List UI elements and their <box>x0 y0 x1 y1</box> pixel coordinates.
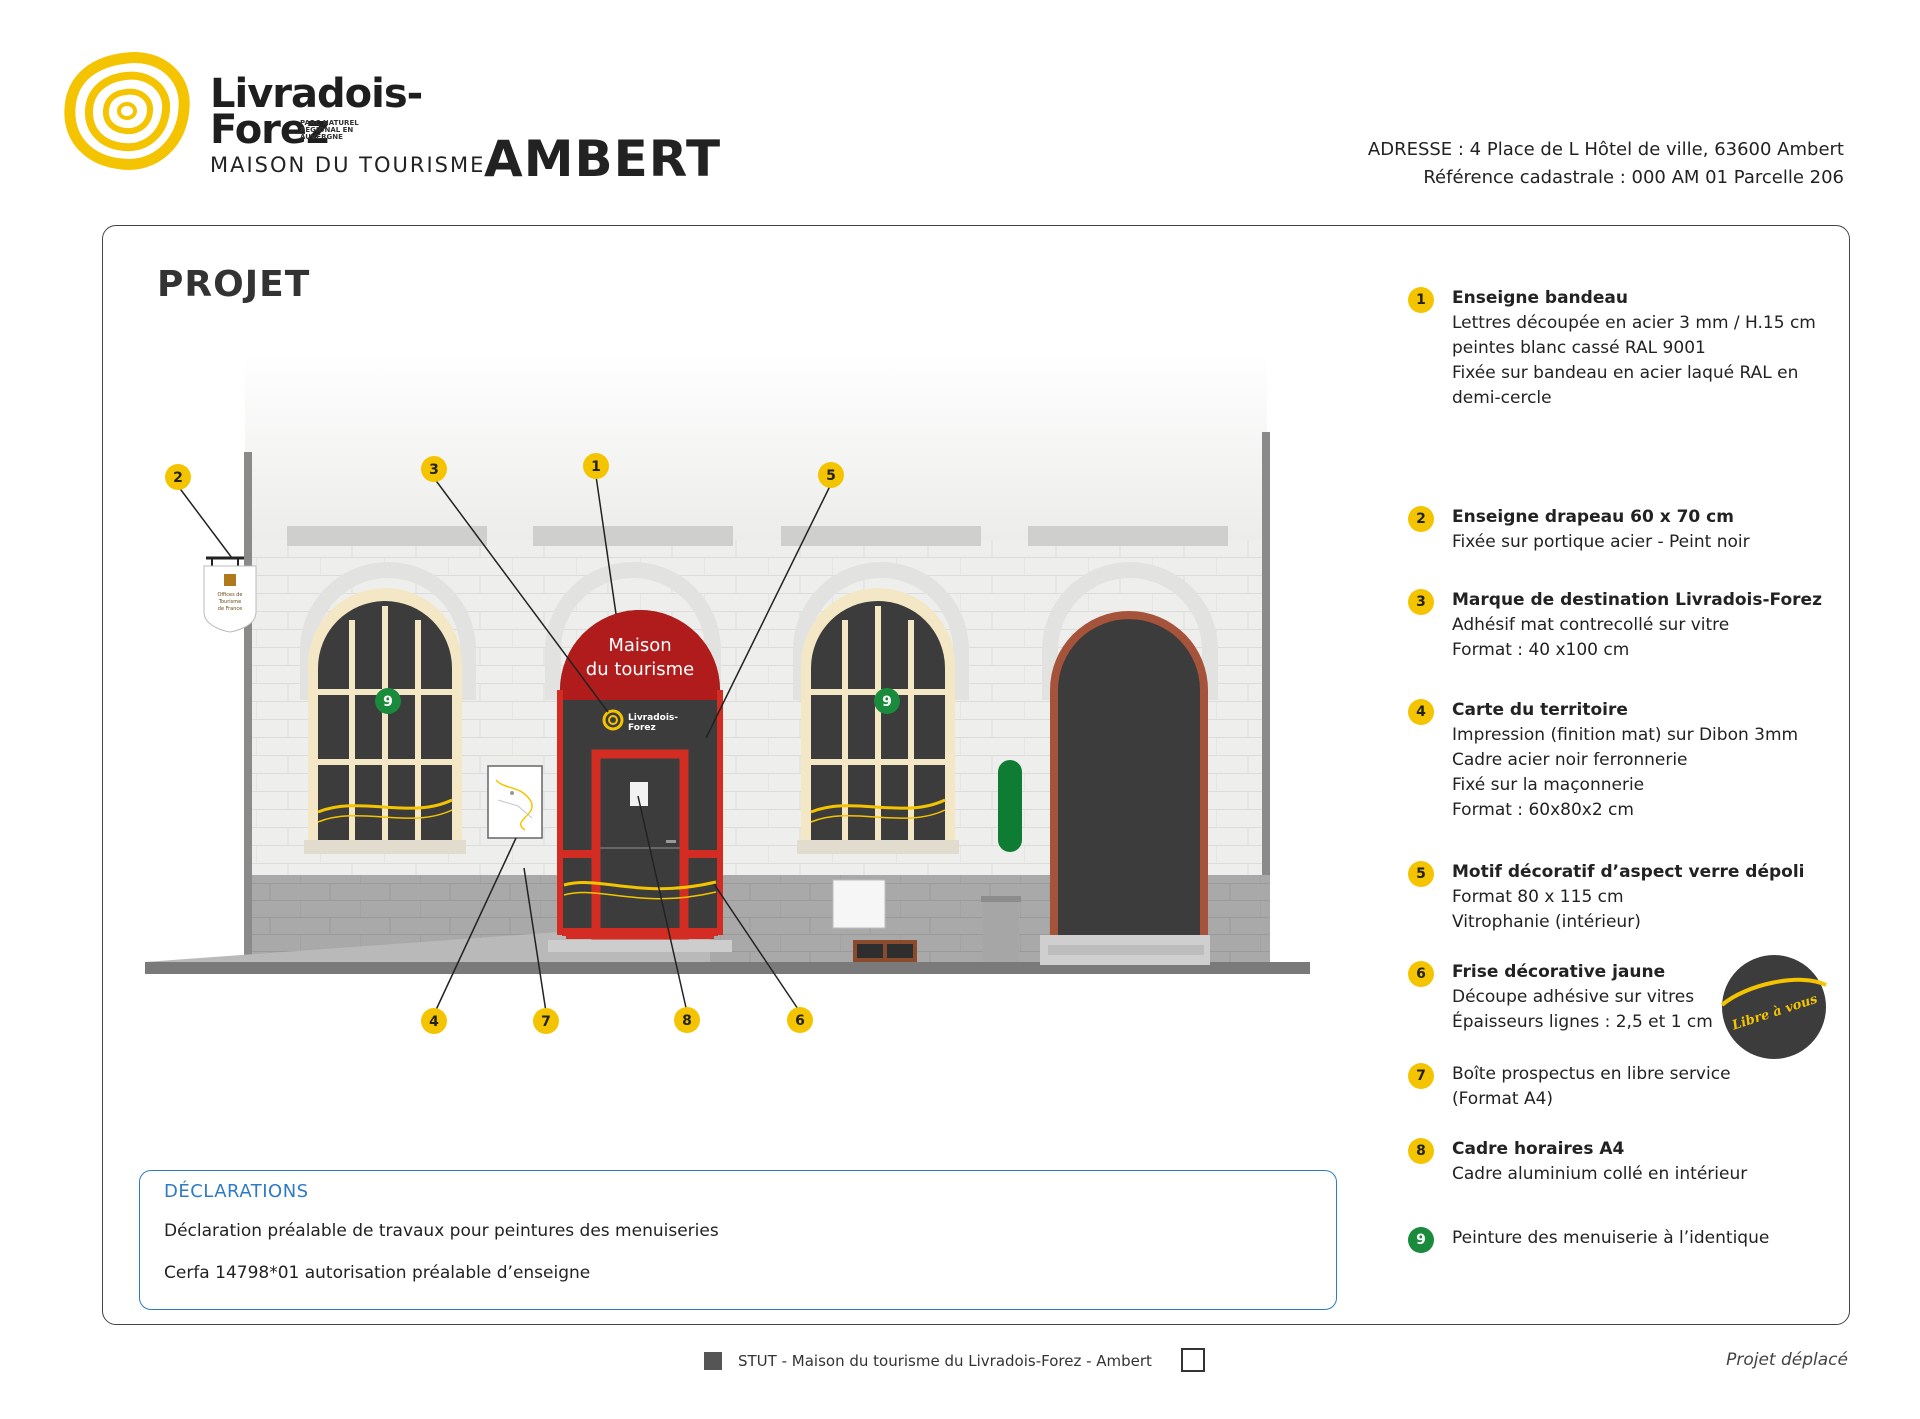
right-post <box>1262 432 1270 966</box>
callout-3: 3 <box>421 456 447 482</box>
callouts: 1 2 3 4 5 6 7 8 9 9 <box>165 453 900 1034</box>
legend-title: Enseigne bandeau <box>1452 288 1628 308</box>
prospectus-box <box>832 879 886 929</box>
callout-5: 5 <box>818 462 844 488</box>
legend-desc: Impression (finition mat) sur Dibon 3mm … <box>1452 725 1799 820</box>
callout-6: 6 <box>787 1007 813 1033</box>
flag-text-2: Tourisme <box>218 599 241 605</box>
door-logo-text-2: Forez <box>628 723 656 733</box>
svg-text:2: 2 <box>173 470 183 486</box>
legend-desc: Boîte prospectus en libre service (Forma… <box>1452 1064 1731 1109</box>
svg-text:4: 4 <box>429 1014 439 1030</box>
callout-9b: 9 <box>874 688 900 714</box>
legend-num: 4 <box>1408 699 1434 725</box>
callout-4: 4 <box>421 1008 447 1034</box>
legend-desc: Lettres découpée en acier 3 mm / H.15 cm… <box>1452 313 1816 408</box>
legend-title: Enseigne drapeau 60 x 70 cm <box>1452 507 1734 527</box>
legend-num: 7 <box>1408 1063 1434 1089</box>
legend-title: Motif décoratif d’aspect verre dépoli <box>1452 862 1805 882</box>
ambert-title: AMBERT <box>484 130 722 188</box>
legend-title: Frise décorative jaune <box>1452 962 1666 982</box>
declarations-title: DÉCLARATIONS <box>164 1181 309 1202</box>
project-frame <box>102 225 1850 1325</box>
logo-wordmark: Livradois- Forez <box>210 71 423 153</box>
legend-desc: Cadre aluminium collé en intérieur <box>1452 1164 1748 1184</box>
footer-checkbox[interactable] <box>1181 1348 1205 1372</box>
legend-desc: Adhésif mat contrecollé sur vitre Format… <box>1452 615 1730 660</box>
callout-1: 1 <box>583 453 609 479</box>
legend-desc: Découpe adhésive sur vitres Épaisseurs l… <box>1452 987 1713 1032</box>
leader-lines <box>177 475 832 1013</box>
legend-desc: Peinture des menuiserie à l’identique <box>1452 1228 1770 1248</box>
livradois-forez-logo-icon <box>64 52 190 170</box>
legend-num: 6 <box>1408 961 1434 987</box>
callout-9a: 9 <box>375 688 401 714</box>
declarations-box: DÉCLARATIONS Déclaration préalable de tr… <box>139 1170 1337 1310</box>
flag-sign: Offices de Tourisme de France <box>203 556 257 633</box>
flag-text-3: de France <box>218 606 242 612</box>
door-logo-text-1: Livradois- <box>628 713 678 723</box>
legend-num: 1 <box>1408 287 1434 313</box>
cadastre-line: Référence cadastrale : 000 AM 01 Parcell… <box>1423 167 1844 188</box>
legend-num: 3 <box>1408 589 1434 615</box>
callout-7: 7 <box>533 1008 559 1034</box>
territory-map <box>487 765 543 839</box>
window-right <box>797 588 959 854</box>
svg-text:1: 1 <box>591 459 601 475</box>
legend-num: 9 <box>1408 1227 1434 1253</box>
address-block: ADRESSE : 4 Place de L Hôtel de ville, 6… <box>1368 136 1844 192</box>
legend-title: Cadre horaires A4 <box>1452 1139 1625 1159</box>
left-post <box>244 452 252 966</box>
address-line: ADRESSE : 4 Place de L Hôtel de ville, 6… <box>1367 139 1844 160</box>
svg-text:6: 6 <box>795 1013 805 1029</box>
footer-status: Projet déplacé <box>1726 1350 1848 1370</box>
arch-surrounds <box>300 562 1218 700</box>
section-title: PROJET <box>157 264 311 305</box>
callout-2: 2 <box>165 464 191 490</box>
declaration-line-2: Cerfa 14798*01 autorisation préalable d’… <box>164 1263 591 1283</box>
main-entrance: Maison du tourisme Livradois- Forez <box>548 610 732 952</box>
declaration-line-1: Déclaration préalable de travaux pour pe… <box>164 1221 719 1241</box>
svg-text:3: 3 <box>429 462 439 478</box>
legend-title: Carte du territoire <box>1452 700 1628 720</box>
footer-text: STUT - Maison du tourisme du Livradois-F… <box>738 1352 1152 1370</box>
legend-num: 8 <box>1408 1138 1434 1164</box>
flag-text-1: Offices de <box>217 592 242 598</box>
upper-wall <box>245 352 1267 542</box>
svg-text:9: 9 <box>383 694 393 710</box>
cornice-3 <box>781 526 981 546</box>
legend-desc: Format 80 x 115 cm Vitrophanie (intérieu… <box>1452 887 1641 932</box>
dark-arch-door <box>1040 611 1210 965</box>
svg-text:5: 5 <box>826 468 836 484</box>
libre-a-vous-sticker: Libre à vous <box>1720 955 1827 1059</box>
cornice-2 <box>533 526 733 546</box>
svg-text:9: 9 <box>882 694 892 710</box>
callout-8: 8 <box>674 1007 700 1033</box>
footer-square-icon <box>704 1352 722 1370</box>
window-left <box>304 588 466 854</box>
ground-line <box>145 962 1310 974</box>
svg-text:7: 7 <box>541 1014 551 1030</box>
legend-title: Marque de destination Livradois-Forez <box>1452 590 1822 610</box>
logo-subtitle: PARC NATUREL RÉGIONAL EN AUVERGNE <box>300 119 359 141</box>
sign-text-1: Maison <box>608 635 671 656</box>
maison-du-tourisme-label: MAISON DU TOURISME <box>210 153 486 177</box>
trash-bin <box>983 896 1019 962</box>
legend-num: 2 <box>1408 506 1434 532</box>
legend-desc: Fixée sur portique acier - Peint noir <box>1452 532 1750 552</box>
green-mailbox <box>998 760 1022 852</box>
sign-text-2: du tourisme <box>586 659 694 680</box>
cornice-1 <box>287 526 487 546</box>
ground-ramp <box>145 932 710 962</box>
legend-num: 5 <box>1408 861 1434 887</box>
svg-text:8: 8 <box>682 1013 692 1029</box>
cornice-4 <box>1028 526 1228 546</box>
